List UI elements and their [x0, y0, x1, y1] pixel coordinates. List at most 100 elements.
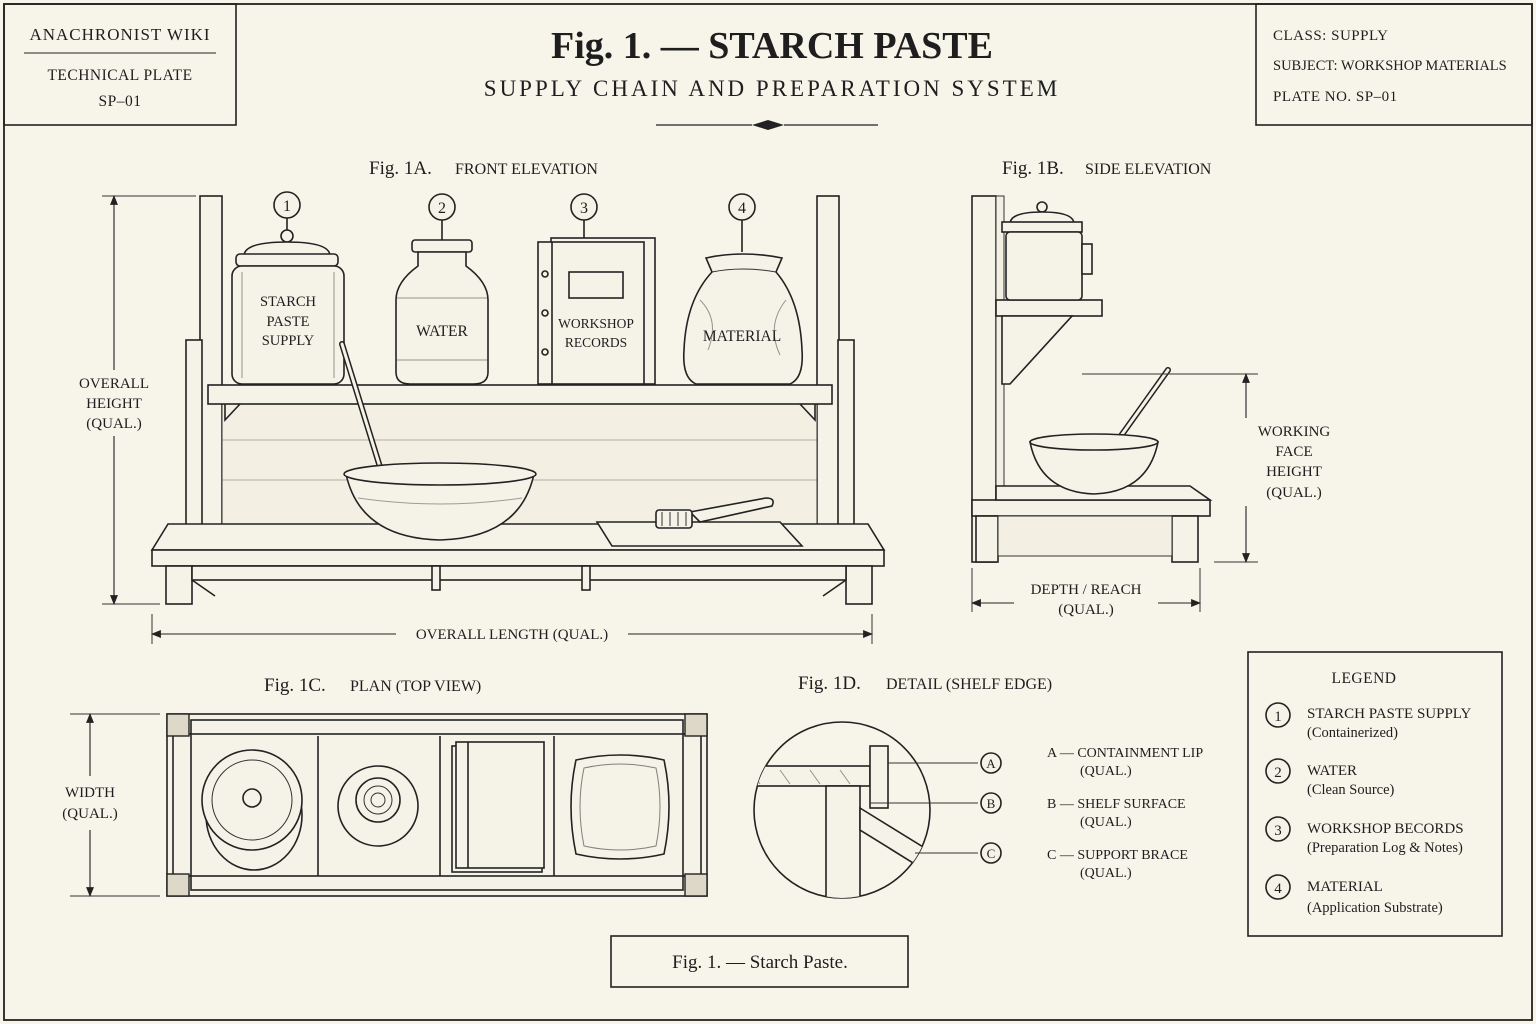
svg-text:WORKSHOP BECORDS: WORKSHOP BECORDS [1307, 821, 1464, 837]
detail-leaders [870, 762, 978, 854]
svg-text:C: C [987, 846, 996, 861]
callout-2: 2 [428, 193, 456, 240]
titlebox-right: CLASS: SUPPLY SUBJECT: WORKSHOP MATERIAL… [1255, 3, 1533, 126]
svg-text:2: 2 [1274, 765, 1282, 781]
svg-text:HEIGHT: HEIGHT [1266, 464, 1322, 480]
starch-paste-jar-side [1001, 201, 1093, 301]
svg-text:3: 3 [580, 200, 588, 217]
svg-text:FACE: FACE [1275, 444, 1312, 460]
paste-brush [655, 497, 774, 529]
svg-text:3: 3 [1274, 823, 1282, 839]
svg-text:1: 1 [1274, 709, 1282, 725]
detail-note-c: C — SUPPORT BRACE [1047, 848, 1188, 863]
header: Fig. 1. — STARCH PASTE SUPPLY CHAIN AND … [484, 25, 1060, 130]
jar-label-line3: SUPPLY [262, 333, 315, 349]
legend-item-4: 4 MATERIAL (Application Substrate) [1265, 874, 1443, 916]
mixing-bowl-front [339, 341, 537, 541]
svg-text:(QUAL.): (QUAL.) [1058, 602, 1113, 618]
legend-item-1: 1 STARCH PASTE SUPPLY (Containerized) [1265, 702, 1471, 741]
starch-paste-jar: STARCH PASTE SUPPLY [231, 229, 345, 385]
titlebox-left: ANACHRONIST WIKI TECHNICAL PLATE SP–01 [3, 3, 237, 126]
caption-text: Fig. 1. — Starch Paste. [672, 952, 848, 973]
svg-text:(QUAL.): (QUAL.) [1266, 485, 1321, 501]
svg-text:(Application Substrate): (Application Substrate) [1307, 900, 1443, 916]
dim-width: WIDTH (QUAL.) [62, 713, 160, 897]
svg-text:B: B [987, 796, 996, 811]
page-subtitle: SUPPLY CHAIN AND PREPARATION SYSTEM [484, 76, 1060, 101]
jar-label-line1: STARCH [260, 294, 317, 310]
svg-text:4: 4 [1274, 881, 1282, 897]
plan-bag [570, 754, 670, 860]
fig-1a-title: FRONT ELEVATION [455, 161, 598, 178]
pasting-board [595, 521, 804, 547]
book-label-line1: WORKSHOP [558, 316, 634, 331]
svg-text:(Containerized): (Containerized) [1307, 725, 1398, 741]
plate-number-field: PLATE NO. SP–01 [1273, 89, 1398, 105]
jar-label-line2: PASTE [267, 314, 310, 330]
shelf-unit-side [971, 195, 1213, 563]
svg-text:1: 1 [283, 198, 291, 215]
plan-book [451, 741, 545, 873]
detail-circle [753, 721, 931, 899]
callout-1: 1 [273, 191, 301, 232]
fig-1c-number: Fig. 1C. [264, 675, 326, 696]
fig-1c: Fig. 1C. PLAN (TOP VIEW) [62, 675, 708, 897]
svg-text:WATER: WATER [1307, 763, 1357, 779]
detail-marker-a: A [980, 752, 1002, 774]
legend-title: LEGEND [1332, 670, 1397, 687]
callout-4: 4 [728, 193, 756, 252]
water-jug: WATER [395, 239, 489, 385]
detail-note-b: B — SHELF SURFACE [1047, 797, 1186, 812]
legend: LEGEND 1 STARCH PASTE SUPPLY (Containeri… [1247, 651, 1503, 937]
water-label: WATER [416, 323, 468, 340]
figure-caption: Fig. 1. — Starch Paste. [610, 935, 909, 988]
svg-text:MATERIAL: MATERIAL [1307, 879, 1383, 895]
svg-text:(Clean Source): (Clean Source) [1307, 782, 1395, 798]
workshop-records-book: WORKSHOP RECORDS [537, 237, 656, 385]
svg-text:A: A [986, 756, 996, 771]
fig-1d-number: Fig. 1D. [798, 673, 861, 694]
detail-notes: A — CONTAINMENT LIP (QUAL.) B — SHELF SU… [1047, 746, 1203, 881]
svg-text:4: 4 [738, 200, 746, 217]
legend-item-3: 3 WORKSHOP BECORDS (Preparation Log & No… [1265, 816, 1464, 856]
dim-working-face-height: WORKING FACE HEIGHT (QUAL.) [1082, 373, 1331, 563]
subject-field: SUBJECT: WORKSHOP MATERIALS [1273, 58, 1507, 74]
dim-depth-reach: DEPTH / REACH (QUAL.) [971, 568, 1201, 618]
mixing-bowl-side [1029, 367, 1171, 495]
svg-text:(QUAL.): (QUAL.) [86, 416, 141, 432]
plate-border [3, 3, 1533, 1021]
fig-1d-title: DETAIL (SHELF EDGE) [886, 676, 1052, 693]
svg-text:(Preparation Log & Notes): (Preparation Log & Notes) [1307, 840, 1463, 856]
fig-1a: Fig. 1A. FRONT ELEVATION [79, 158, 886, 644]
svg-text:(QUAL.): (QUAL.) [62, 806, 117, 822]
legend-item-2: 2 WATER (Clean Source) [1265, 758, 1395, 798]
detail-marker-b: B [980, 792, 1002, 814]
title-ornament [656, 120, 878, 130]
class-field: CLASS: SUPPLY [1273, 28, 1388, 44]
detail-marker-c: C [980, 842, 1002, 864]
dim-overall-length: OVERALL LENGTH (QUAL.) [151, 614, 873, 644]
material-bag: MATERIAL [682, 253, 804, 385]
detail-note-b-qual: (QUAL.) [1080, 815, 1132, 830]
wiki-name: ANACHRONIST WIKI [29, 25, 210, 44]
fig-1b-title: SIDE ELEVATION [1085, 161, 1212, 178]
plan-water-jug [337, 765, 419, 847]
fig-1c-title: PLAN (TOP VIEW) [350, 678, 481, 695]
svg-text:HEIGHT: HEIGHT [86, 396, 142, 412]
detail-note-a-qual: (QUAL.) [1080, 764, 1132, 779]
fig-1d: Fig. 1D. DETAIL (SHELF EDGE) A [753, 673, 1203, 899]
fig-1b-number: Fig. 1B. [1002, 158, 1064, 179]
plate-code: SP–01 [99, 93, 142, 110]
page-title: Fig. 1. — STARCH PASTE [551, 25, 993, 67]
svg-text:OVERALL LENGTH (QUAL.): OVERALL LENGTH (QUAL.) [416, 627, 608, 643]
fig-1a-number: Fig. 1A. [369, 158, 432, 179]
callout-3: 3 [570, 193, 598, 240]
svg-text:DEPTH / REACH: DEPTH / REACH [1031, 582, 1142, 598]
plan-jar [201, 749, 303, 871]
plate-type: TECHNICAL PLATE [47, 67, 192, 84]
dim-overall-height: OVERALL HEIGHT (QUAL.) [79, 195, 196, 605]
svg-text:WIDTH: WIDTH [65, 785, 115, 801]
svg-text:WORKING: WORKING [1258, 424, 1331, 440]
svg-text:2: 2 [438, 200, 446, 217]
detail-note-a: A — CONTAINMENT LIP [1047, 746, 1203, 761]
